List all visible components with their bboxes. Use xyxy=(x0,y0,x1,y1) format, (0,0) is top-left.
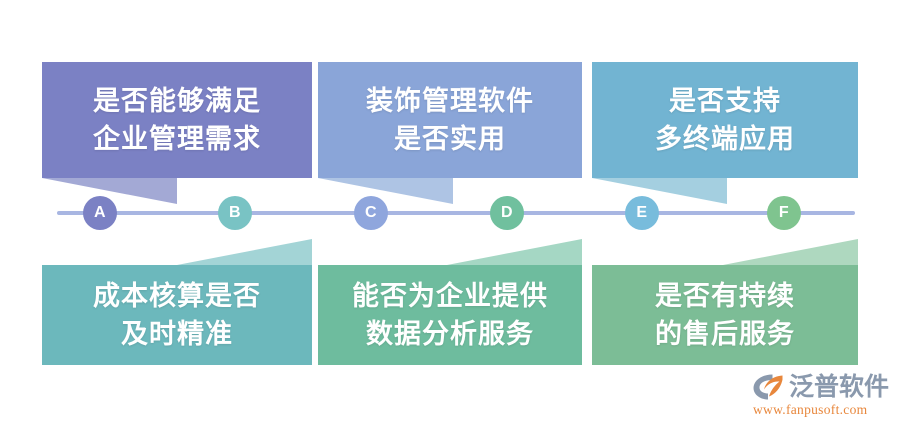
timeline-node-d-label: D xyxy=(500,204,514,221)
bottom-card-2-line-1: 能否为企业提供 xyxy=(352,281,548,311)
timeline-node-a-label: A xyxy=(93,204,107,221)
timeline-node-f-label: F xyxy=(778,204,790,221)
bottom-card-3-line-1: 是否有持续 xyxy=(655,281,795,311)
bottom-card-3-line-2: 的售后服务 xyxy=(655,319,795,349)
top-card-1-line-1: 是否能够满足 xyxy=(93,86,261,116)
top-card-3-line-1: 是否支持 xyxy=(669,86,781,116)
top-card-1-line-2: 企业管理需求 xyxy=(93,124,261,154)
top-card-2-line-1: 装饰管理软件 xyxy=(366,86,534,116)
brand-logo-row: 泛普软件 xyxy=(752,372,889,402)
timeline-node-f[interactable]: F xyxy=(767,196,801,230)
timeline-node-c-label: C xyxy=(364,204,378,221)
top-card-2-line-2: 是否实用 xyxy=(394,124,506,154)
timeline-node-e-label: E xyxy=(636,204,648,221)
timeline-node-b-label: B xyxy=(228,204,242,221)
top-card-3-tail-icon xyxy=(592,178,727,204)
bottom-card-3-tail-icon xyxy=(723,239,858,265)
bottom-card-1-tail-icon xyxy=(177,239,312,265)
timeline-node-a[interactable]: A xyxy=(83,196,117,230)
bottom-card-2[interactable]: 能否为企业提供 数据分析服务 xyxy=(318,239,582,365)
timeline-node-d[interactable]: D xyxy=(490,196,524,230)
fanpu-swoosh-logo-icon xyxy=(752,373,786,401)
bottom-card-1-line-1: 成本核算是否 xyxy=(93,281,261,311)
timeline-node-b[interactable]: B xyxy=(218,196,252,230)
timeline-node-e[interactable]: E xyxy=(625,196,659,230)
bottom-card-1-line-2: 及时精准 xyxy=(121,319,233,349)
brand-logo-url: www.fanpusoft.com xyxy=(753,402,868,417)
bottom-card-3[interactable]: 是否有持续 的售后服务 xyxy=(592,239,858,365)
bottom-card-1[interactable]: 成本核算是否 及时精准 xyxy=(42,239,312,365)
top-card-3[interactable]: 是否支持 多终端应用 xyxy=(592,62,858,204)
top-card-2[interactable]: 装饰管理软件 是否实用 xyxy=(318,62,582,204)
brand-logo[interactable]: 泛普软件 www.fanpusoft.com xyxy=(752,372,892,418)
bottom-card-2-line-2: 数据分析服务 xyxy=(366,319,534,349)
top-card-1[interactable]: 是否能够满足 企业管理需求 xyxy=(42,62,312,204)
timeline-track xyxy=(57,211,855,215)
bottom-card-2-tail-icon xyxy=(447,239,582,265)
timeline-node-c[interactable]: C xyxy=(354,196,388,230)
top-card-2-tail-icon xyxy=(318,178,453,204)
brand-logo-name: 泛普软件 xyxy=(789,373,890,401)
top-card-3-line-2: 多终端应用 xyxy=(655,124,795,154)
